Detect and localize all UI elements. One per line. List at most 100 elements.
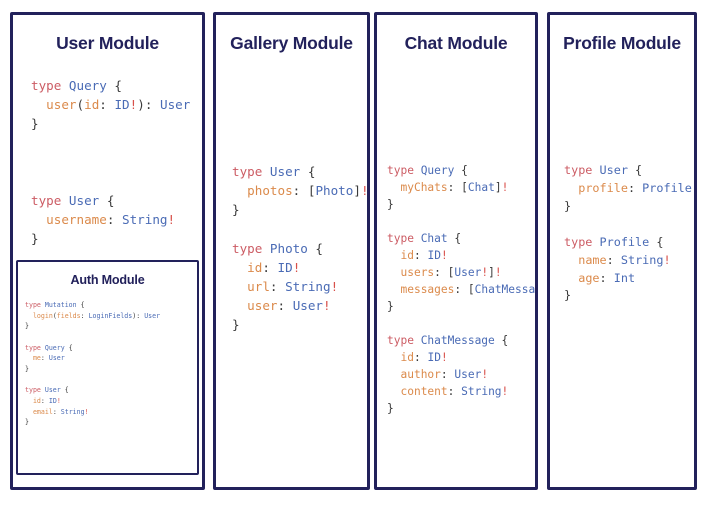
code-line: login(fields: LoginFields): User bbox=[25, 311, 197, 322]
code-token: ChatMessage bbox=[474, 283, 536, 297]
code-token: : bbox=[40, 397, 49, 406]
code-token: : bbox=[606, 252, 621, 267]
code-token: ] bbox=[494, 181, 502, 195]
code-token: Profile bbox=[599, 234, 650, 249]
panel-chat-module[interactable]: Chat Module type Query { myChats: [Chat]… bbox=[374, 12, 538, 490]
code-token: ! bbox=[501, 181, 509, 195]
code-token: [ bbox=[307, 183, 316, 199]
code-line: me: User bbox=[25, 353, 197, 364]
code-token bbox=[387, 266, 400, 279]
code-token: : bbox=[599, 270, 614, 285]
code-line: username: String! bbox=[31, 210, 202, 229]
code-token: { bbox=[76, 301, 85, 309]
code-line: photos: [Photo]! bbox=[232, 181, 367, 200]
code-line: } bbox=[31, 229, 202, 248]
code-token: User bbox=[454, 368, 482, 382]
code-token: User bbox=[48, 354, 65, 363]
code-block-user-module: type Query { user(id: ID!): User} type U… bbox=[31, 76, 202, 248]
code-line: } bbox=[25, 417, 197, 428]
code-token: } bbox=[564, 288, 572, 303]
code-token: User bbox=[599, 163, 628, 177]
code-line: type ChatMessage { bbox=[387, 332, 535, 349]
code-line: type User { bbox=[564, 162, 694, 180]
code-token: User bbox=[159, 97, 191, 113]
code-token: Chat bbox=[467, 181, 495, 195]
code-token: { bbox=[300, 164, 316, 179]
code-token: type bbox=[232, 240, 270, 256]
code-token: author bbox=[400, 368, 441, 382]
code-token: : bbox=[454, 283, 468, 297]
code-token: : bbox=[262, 259, 278, 275]
code-token: : bbox=[447, 181, 462, 195]
code-line: user(id: ID!): User bbox=[31, 95, 202, 114]
code-line: } bbox=[387, 298, 535, 315]
code-line bbox=[31, 133, 202, 152]
code-token bbox=[387, 249, 400, 262]
code-token: } bbox=[387, 300, 394, 314]
code-block-auth-module: type Mutation { login(fields: LoginField… bbox=[25, 300, 197, 428]
code-line: author: User! bbox=[387, 366, 535, 383]
code-line: type Profile { bbox=[564, 234, 694, 252]
code-token: Query bbox=[68, 78, 107, 93]
panel-auth-module[interactable]: Auth Module type Mutation { login(fields… bbox=[16, 260, 199, 475]
code-line bbox=[387, 315, 535, 332]
code-token: { bbox=[60, 386, 69, 395]
panel-title-profile-module: Profile Module bbox=[563, 33, 681, 53]
code-token bbox=[25, 408, 33, 416]
code-token: id bbox=[400, 249, 414, 263]
code-token: Query bbox=[420, 164, 455, 177]
code-token: [ bbox=[447, 266, 455, 280]
code-token: ( bbox=[76, 97, 85, 113]
panel-profile-module[interactable]: Profile Module type User { profile: Prof… bbox=[547, 12, 697, 490]
code-token: [ bbox=[467, 283, 475, 297]
code-line: id: ID! bbox=[387, 349, 535, 366]
code-token: type bbox=[564, 234, 600, 249]
code-token: } bbox=[25, 322, 29, 331]
panel-title-gallery-module: Gallery Module bbox=[230, 33, 353, 53]
code-token: : bbox=[440, 368, 455, 382]
code-token: ! bbox=[501, 385, 509, 399]
code-line bbox=[31, 153, 202, 172]
code-token: ! bbox=[692, 181, 694, 195]
code-token bbox=[31, 212, 46, 227]
panel-gallery-module[interactable]: Gallery Module type User { photos: [Phot… bbox=[213, 12, 370, 490]
panel-user-module[interactable]: User Module type Query { user(id: ID!): … bbox=[10, 12, 205, 490]
code-token: ! bbox=[56, 397, 61, 406]
panel-title-user-module: User Module bbox=[56, 33, 159, 53]
code-token: : bbox=[627, 180, 643, 195]
code-token: ! bbox=[84, 407, 89, 416]
code-token: String bbox=[620, 252, 664, 267]
code-line: url: String! bbox=[232, 277, 367, 296]
code-token: type bbox=[387, 164, 421, 177]
code-token bbox=[564, 181, 578, 195]
code-token: type bbox=[387, 334, 421, 348]
code-line: } bbox=[232, 315, 367, 334]
code-token: age bbox=[578, 270, 600, 285]
code-line: age: Int bbox=[564, 270, 694, 288]
code-line: } bbox=[387, 400, 535, 417]
code-token: : bbox=[136, 311, 145, 320]
code-token: } bbox=[564, 198, 572, 213]
code-token: : bbox=[144, 97, 160, 113]
code-token: ID bbox=[114, 97, 130, 113]
code-token: id bbox=[84, 97, 100, 113]
code-token bbox=[387, 368, 400, 381]
code-token: fields bbox=[56, 311, 81, 320]
code-token: Int bbox=[613, 270, 636, 285]
panel-title-chat-module: Chat Module bbox=[404, 33, 508, 53]
code-token: } bbox=[25, 365, 29, 374]
code-token bbox=[25, 354, 33, 362]
code-line: type User { bbox=[31, 191, 202, 210]
code-token bbox=[232, 279, 247, 294]
code-line: type Photo { bbox=[232, 239, 367, 258]
code-line: } bbox=[564, 198, 694, 216]
code-token: { bbox=[494, 334, 509, 348]
code-token: : bbox=[277, 297, 293, 313]
code-token: ! bbox=[481, 368, 489, 382]
panel-title-auth-module: Auth Module bbox=[70, 273, 145, 287]
code-line: } bbox=[25, 321, 197, 332]
code-token: me bbox=[32, 354, 41, 363]
code-token bbox=[387, 181, 400, 194]
code-line bbox=[25, 375, 197, 386]
code-token: login bbox=[32, 311, 53, 320]
